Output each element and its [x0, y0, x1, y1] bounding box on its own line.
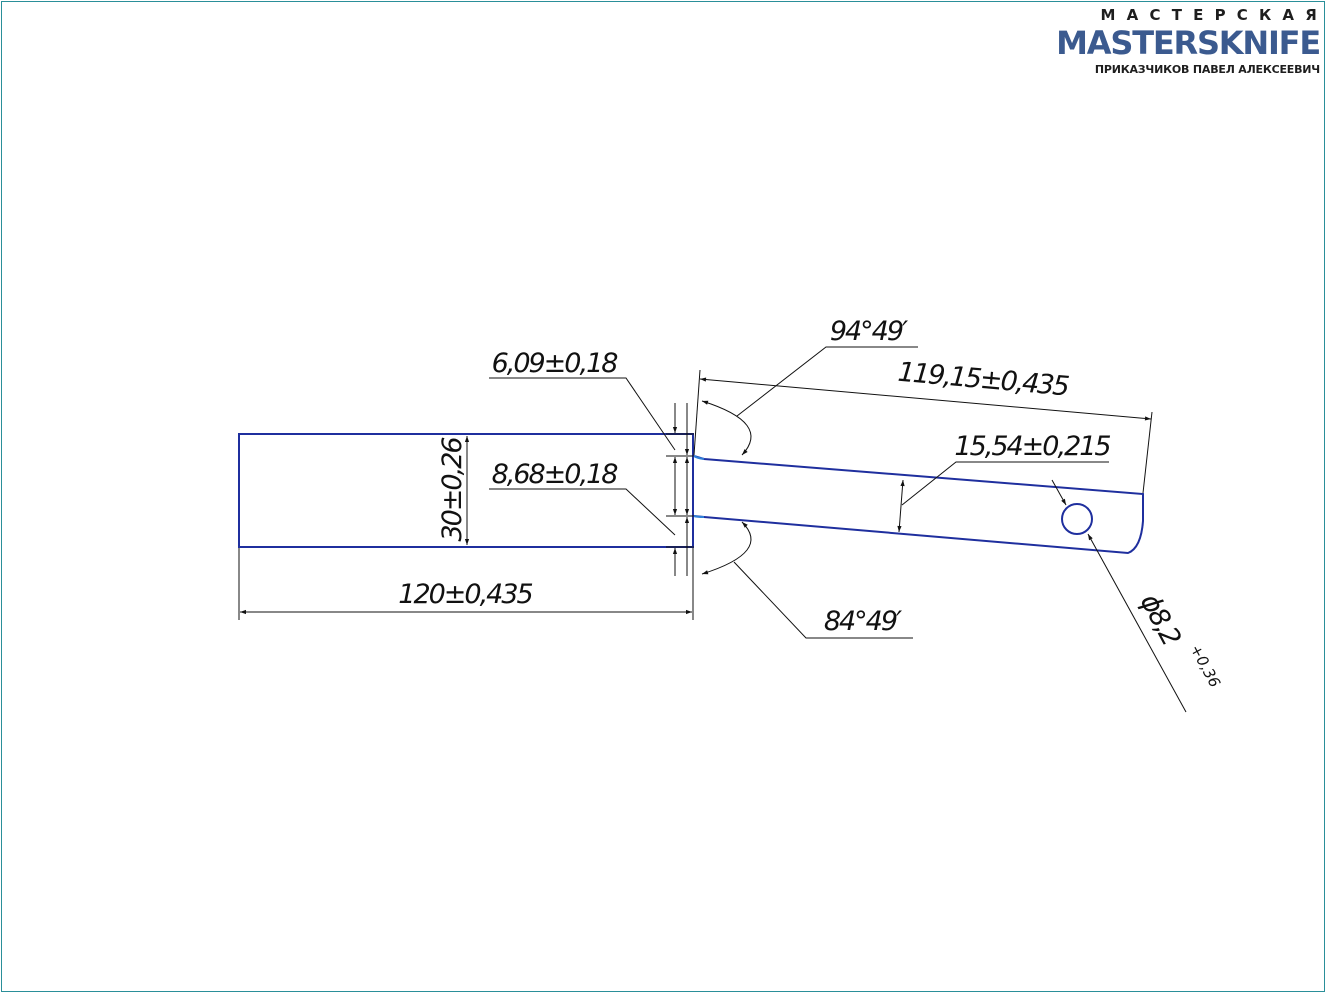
dim-angle-top-label: 94°49′ [830, 316, 908, 347]
dim-angle-bottom-label: 84°49′ [824, 606, 902, 637]
angled-part-fillet-top [693, 455, 705, 460]
angled-part [693, 455, 1144, 555]
angled-part-fillet-bottom [693, 515, 705, 518]
logo-block: МАСТЕРСКАЯ MASTERSKNIFE ПРИКАЗЧИКОВ ПАВЕ… [1050, 6, 1321, 78]
dim-length-angled: 119,15±0,435 [693, 357, 1153, 494]
dim-hole-diameter-label: ϕ8,2 [1134, 589, 1187, 651]
dim-width-angled: 15,54±0,215 [897, 431, 1112, 533]
dim-length-straight-label: 120±0,435 [398, 579, 532, 610]
dim-top-offset-label: 6,09±0,18 [492, 348, 618, 379]
straight-blank [238, 433, 694, 548]
logo-brand: MASTERSKNIFE [1056, 24, 1321, 62]
dim-hole-tolerance-label: +0,36 [1186, 641, 1223, 690]
angled-part-outline [693, 455, 1144, 555]
dim-length-angled-label: 119,15±0,435 [897, 357, 1070, 403]
dim-middle-offset-label: 8,68±0,18 [492, 459, 618, 490]
dim-height-label: 30±0,26 [437, 438, 468, 542]
logo-owner: ПРИКАЗЧИКОВ ПАВЕЛ АЛЕКСЕЕВИЧ [1094, 63, 1320, 76]
mounting-hole [1061, 503, 1093, 535]
dim-length-straight: 120±0,435 [238, 548, 694, 620]
dim-offsets: 6,09±0,18 8,68±0,18 [489, 348, 694, 576]
dim-angles: 94°49′ 84°49′ [701, 316, 918, 639]
dim-hole: ϕ8,2 +0,36 [1051, 479, 1224, 713]
logo-top-text: МАСТЕРСКАЯ [1100, 6, 1328, 24]
dim-width-angled-label: 15,54±0,215 [954, 431, 1110, 462]
straight-blank-outline [238, 433, 694, 548]
dim-height: 30±0,26 [437, 436, 470, 545]
